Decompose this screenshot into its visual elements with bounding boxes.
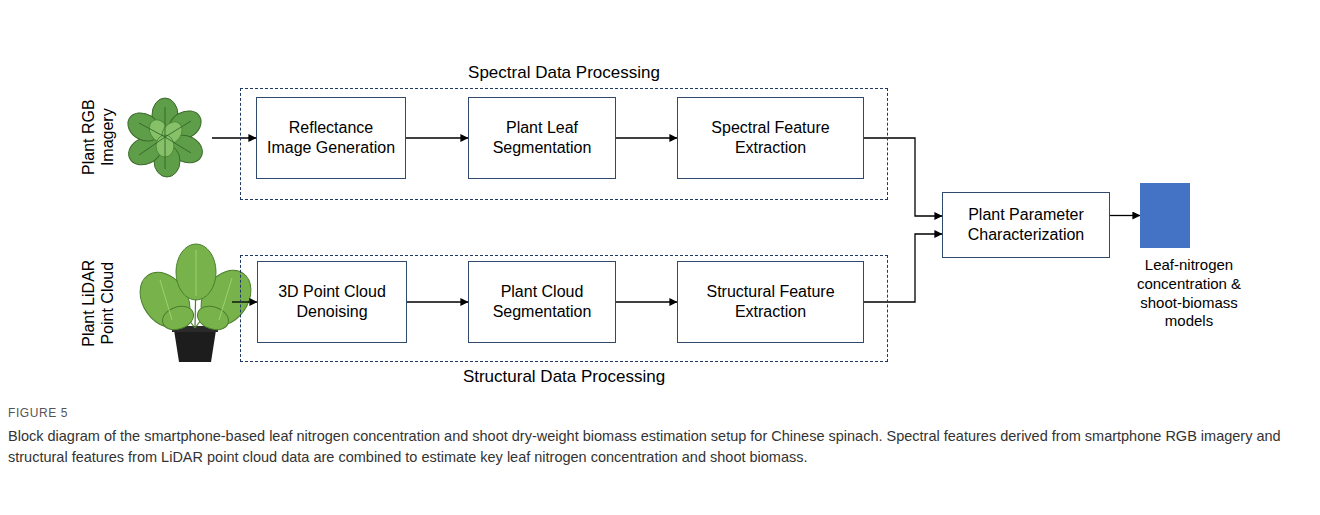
box-label: Plant Leaf Segmentation xyxy=(477,118,607,158)
flow-arrow xyxy=(1110,215,1140,216)
output-block: Leaf-nitrogen concentration & shoot-biom… xyxy=(1140,183,1190,248)
figure-caption: Block diagram of the smartphone-based le… xyxy=(8,426,1308,468)
image-caption: Plant RGB Imagery xyxy=(79,81,117,193)
process-box: Plant Cloud Segmentation xyxy=(468,261,616,343)
image-label: Plant RGB Imagery xyxy=(78,90,212,185)
box-label: Leaf-nitrogen concentration & shoot-biom… xyxy=(1123,256,1255,331)
flow-arrow xyxy=(616,137,677,138)
process-box: Reflectance Image Generation xyxy=(256,97,406,179)
flow-arrow xyxy=(232,301,257,302)
image-label: Plant LiDAR Point Cloud xyxy=(78,248,232,363)
flow-arrow xyxy=(407,301,468,302)
figure-number: FIGURE 5 xyxy=(8,406,68,420)
group-heading: Structural Data Processing xyxy=(241,367,887,387)
box-label: Plant Parameter Characterization xyxy=(951,205,1101,245)
process-box: Plant Parameter Characterization xyxy=(942,192,1110,258)
process-box: 3D Point Cloud Denoising xyxy=(257,261,407,343)
process-box: Plant Leaf Segmentation xyxy=(468,97,616,179)
process-box: Structural Feature Extraction xyxy=(677,261,864,343)
group-box: Spectral Data ProcessingReflectance Imag… xyxy=(240,88,888,200)
box-label: Spectral Feature Extraction xyxy=(686,118,855,158)
lidar-plant-image xyxy=(130,244,261,362)
flow-arrow xyxy=(864,138,942,216)
group-box: Structural Data Processing3D Point Cloud… xyxy=(240,255,888,362)
flow-arrow xyxy=(616,301,677,302)
group-heading: Spectral Data Processing xyxy=(241,63,887,83)
flow-arrow xyxy=(406,137,468,138)
flow-arrow xyxy=(212,137,256,138)
process-box: Spectral Feature Extraction xyxy=(677,97,864,179)
rgb-plant-image xyxy=(123,98,207,177)
box-label: Structural Feature Extraction xyxy=(686,282,855,322)
box-label: 3D Point Cloud Denoising xyxy=(266,282,398,322)
image-caption: Plant LiDAR Point Cloud xyxy=(79,247,117,359)
box-label: Plant Cloud Segmentation xyxy=(477,282,607,322)
flow-arrow xyxy=(864,234,942,302)
box-label: Reflectance Image Generation xyxy=(265,118,397,158)
